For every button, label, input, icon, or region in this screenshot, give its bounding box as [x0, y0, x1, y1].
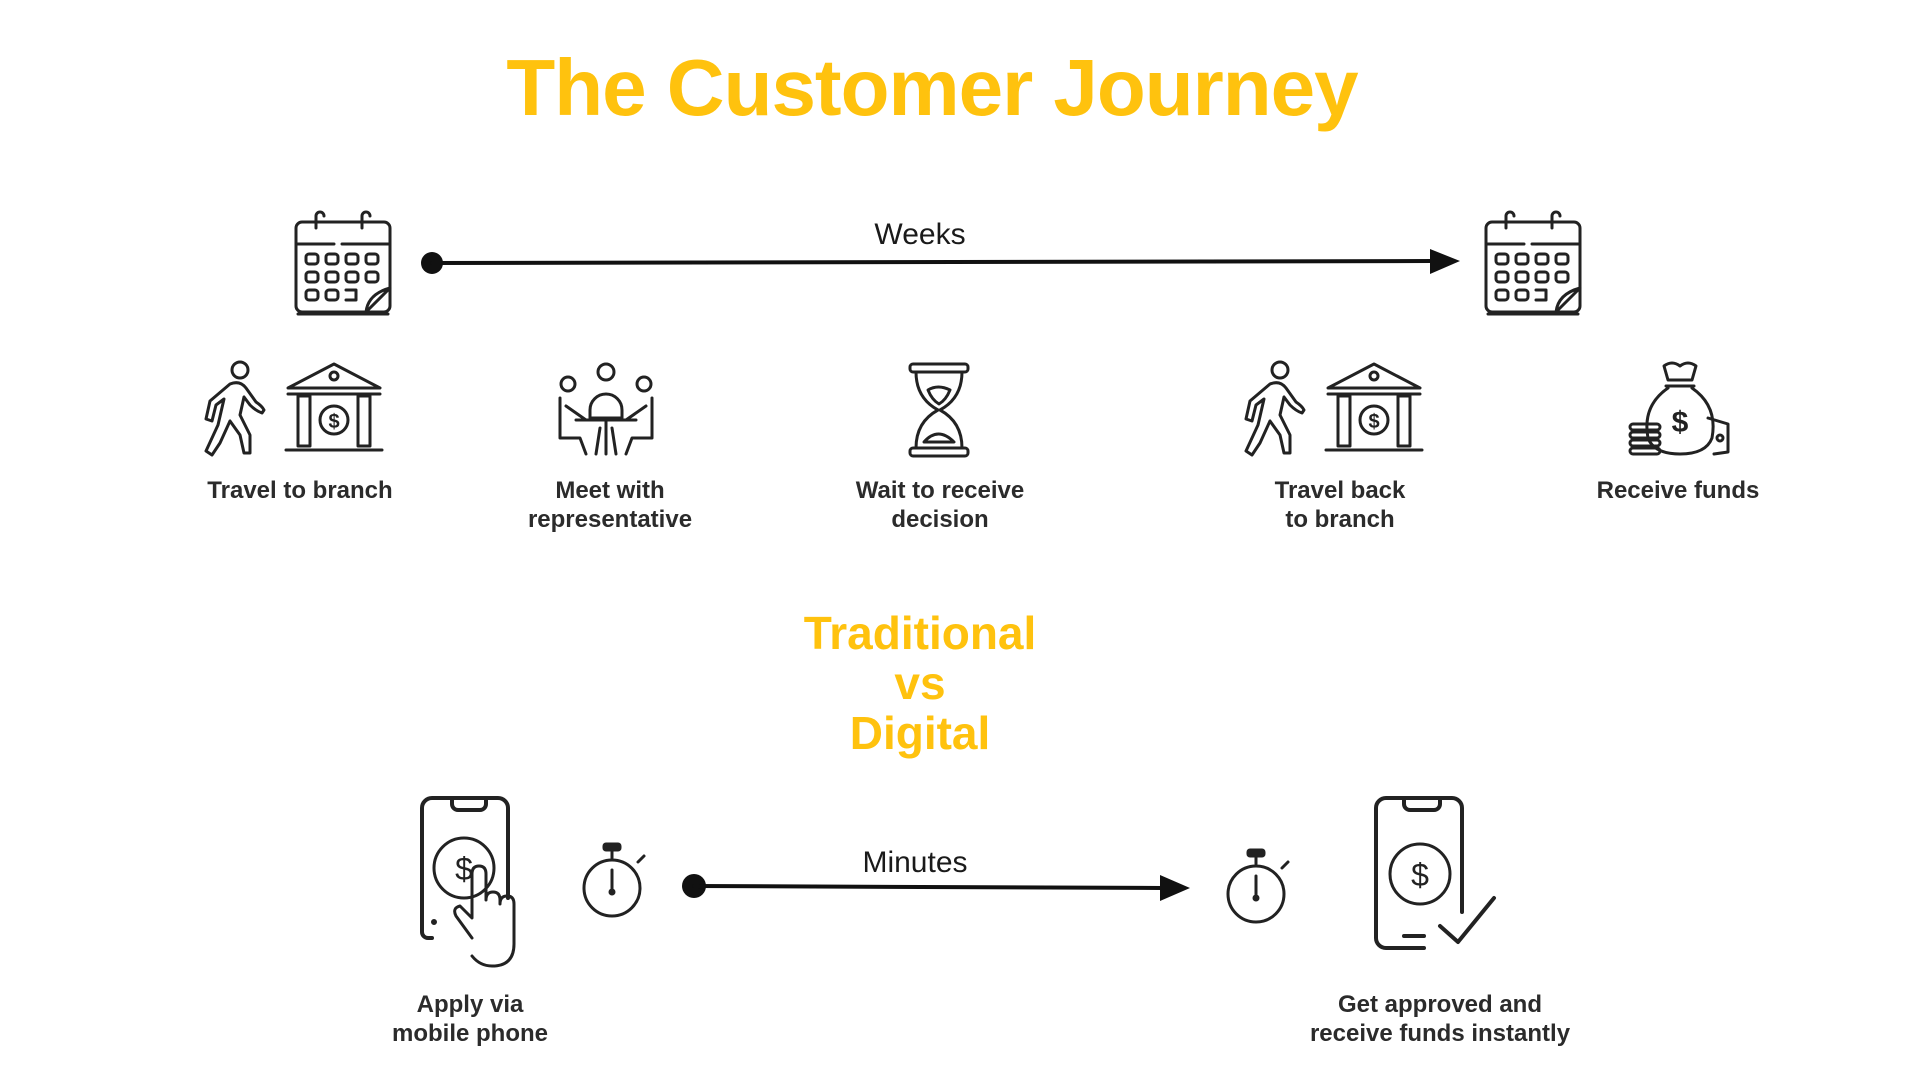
svg-text:$: $: [1368, 411, 1379, 433]
svg-text:$: $: [328, 411, 339, 433]
bank-icon: $: [284, 362, 384, 452]
comparison-digital: Digital: [849, 707, 991, 759]
step-label: Travel to branch: [207, 477, 393, 504]
phone-tap-dollar-icon: $: [420, 796, 516, 968]
comparison-heading: Traditional vs Digital: [0, 608, 1840, 758]
meeting-icon: [558, 362, 654, 456]
step-label: Get approved and receive funds instantly: [1309, 991, 1571, 1047]
step-label: Travel back to branch: [1274, 477, 1406, 533]
step-label: Wait to receive decision: [855, 477, 1025, 533]
svg-text:$: $: [455, 851, 473, 887]
weeks-label: Weeks: [874, 218, 966, 251]
step-label: Meet with representative: [527, 477, 693, 533]
phone-dollar-check-icon: $: [1374, 796, 1496, 950]
comparison-traditional: Traditional: [803, 607, 1037, 659]
svg-text:$: $: [1411, 857, 1429, 893]
minutes-timeline-arrow: [682, 874, 1190, 901]
calendar-icon: [1484, 210, 1582, 316]
weeks-timeline-arrow: [421, 249, 1460, 274]
svg-text:$: $: [1672, 406, 1689, 439]
step-label: Apply via mobile phone: [392, 991, 548, 1047]
page-title: The Customer Journey: [506, 43, 1358, 132]
calendar-icon: [294, 210, 392, 316]
walking-person-icon: [1244, 360, 1306, 457]
step-label: Receive funds: [1596, 477, 1760, 504]
money-bag-icon: $: [1628, 361, 1730, 456]
bank-icon: $: [1324, 362, 1424, 452]
comparison-vs: vs: [894, 657, 946, 709]
stopwatch-icon: [1226, 848, 1290, 924]
hourglass-icon: [908, 362, 970, 458]
minutes-label: Minutes: [862, 846, 968, 879]
stopwatch-icon: [582, 842, 646, 918]
walking-person-icon: [204, 360, 266, 457]
